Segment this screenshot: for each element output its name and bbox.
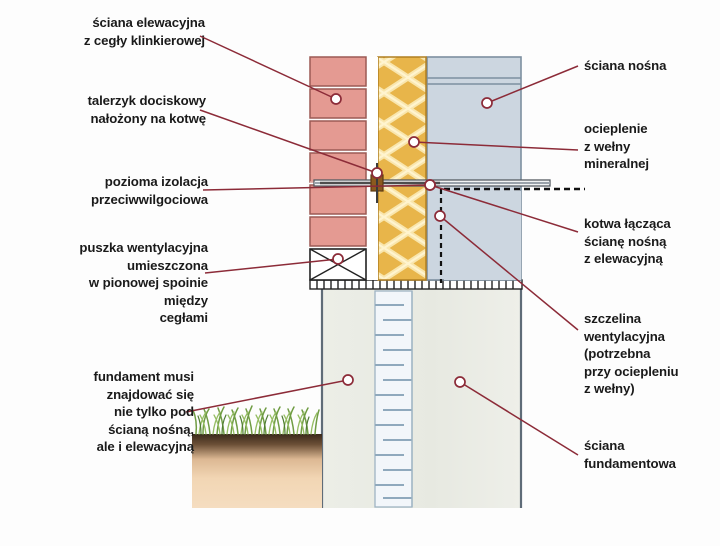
leader-line-fundament-musi [185,379,349,413]
ventilation-gap-body [366,57,378,280]
leader-dots-group [330,93,493,388]
leader-dot-sciana-fundamentowa [454,376,466,388]
mineral-wool-group [377,56,427,281]
mineral-wool-body [377,56,427,281]
wall-tie-anchor [320,163,440,203]
leader-line-sciana-elewacyjna [199,35,337,100]
leader-line-talerzyk-dociskowy [199,109,378,174]
leader-dot-ocieplenie-z-welny [408,136,420,148]
label-sciana-nosna: ściana nośna [584,58,667,73]
grass-icon [192,405,320,435]
leader-dot-puszka-wentylacyjna [332,253,344,265]
leader-dot-szczelina-wentylacyjna [434,210,446,222]
leader-line-sciana-fundamentowa [459,381,579,456]
brick-course [309,120,367,151]
leader-line-ocieplenie-z-welny [413,141,579,151]
brick-course [309,216,367,247]
leader-line-sciana-nosna [486,65,579,104]
label-sciana-fundamentowa: ściana fundamentowa [584,438,676,471]
leader-line-puszka-wentylacyjna [204,258,339,274]
leader-dot-fundament-musi [342,374,354,386]
damp-proof-course-band [309,279,523,290]
leader-line-szczelina-wentylacyjna [439,215,579,331]
soil-body [192,434,322,508]
foundation-wall-body [322,288,521,508]
brick-course [309,56,367,87]
leader-dot-sciana-elewacyjna [330,93,342,105]
foundation-wall-group [320,288,523,508]
load-bearing-wall-lower [444,191,521,280]
label-talerzyk-dociskowy: talerzyk dociskowy nałożony na kotwę [87,93,207,126]
label-ocieplenie-z-welny: ocieplenie z wełny mineralnej [584,121,649,171]
label-sciana-elewacyjna: ściana elewacyjna z cegły klinkierowej [83,15,205,48]
label-pozioma-izolacja: poziomа izolacja przeciwwilgociowa [90,174,208,207]
ground-group [192,405,322,508]
label-kotwa-laczaca: kotwa łącząca ścianę nośną z elewacyjną [584,216,671,266]
brick-course [309,184,367,215]
foundation-block-column [374,290,413,508]
leader-line-kotwa-laczaca [429,184,579,233]
label-szczelina-wentylacyjna: szczelina wentylacyjna (potrzebna przy o… [584,311,679,396]
leader-dot-kotwa-laczaca [424,179,436,191]
brick-course [309,152,367,183]
leader-lines-group [185,35,579,456]
leader-dot-sciana-nosna [481,97,493,109]
leader-dot-talerzyk-dociskowy [371,167,383,179]
load-bearing-wall-group [426,56,522,281]
label-fundament-musi: fundament musi znajdować się nie tylko p… [93,369,195,454]
label-puszka-wentylacyjna: puszka wentylacyjna umieszczona w pionow… [79,240,208,325]
leader-line-pozioma-izolacja [202,184,431,191]
facing-brick-wall-group [309,56,367,247]
